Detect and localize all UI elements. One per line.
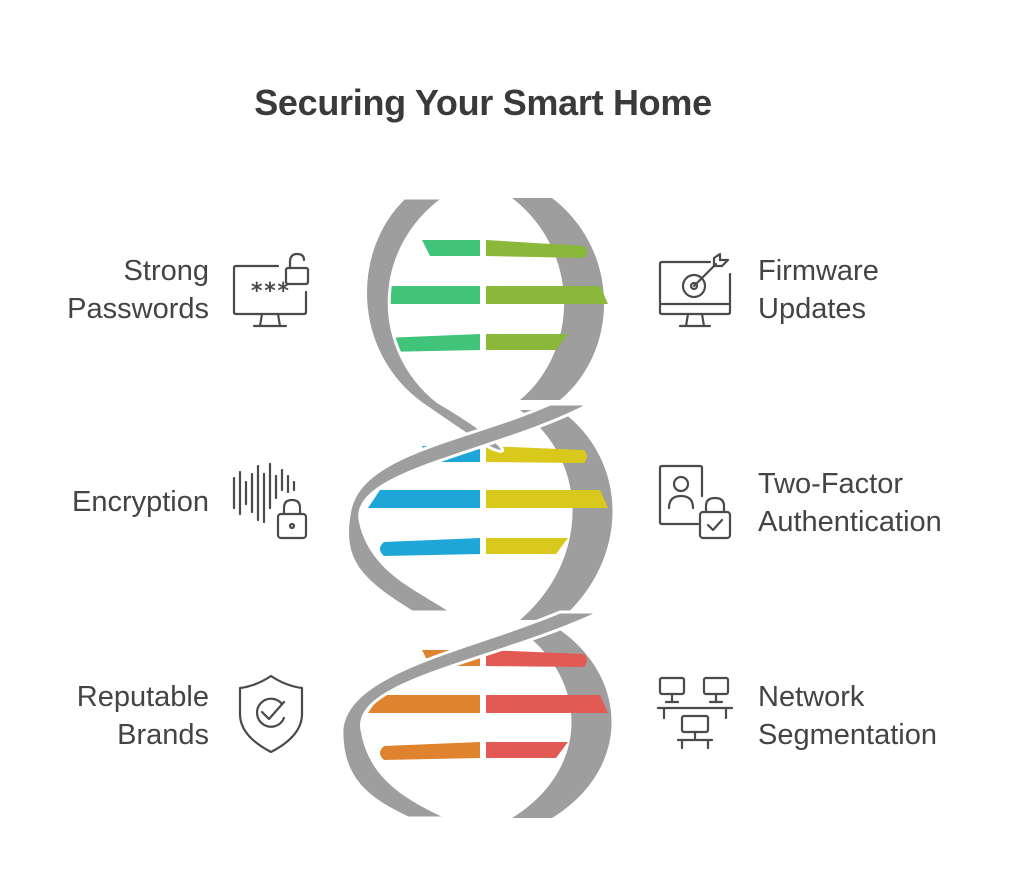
rung-right — [486, 490, 608, 508]
label-two-factor-authentication: Two-Factor Authentication — [758, 468, 942, 538]
label-network-segmentation: Network Segmentation — [758, 681, 937, 751]
shield-check-icon — [238, 674, 304, 754]
page-title: Securing Your Smart Home — [254, 82, 712, 123]
rung-left — [380, 334, 480, 352]
rung-right — [486, 742, 568, 758]
label-reputable-brands: Reputable Brands — [76, 681, 209, 751]
rung-left — [380, 742, 480, 760]
rung-right — [486, 695, 608, 713]
label-strong-passwords: Strong Passwords — [67, 255, 209, 325]
rung-left — [368, 490, 480, 508]
rung-left — [380, 538, 480, 556]
rung-right — [486, 650, 587, 667]
rung-group-strong-passwords-firmware — [368, 240, 608, 352]
svg-text:***: *** — [250, 279, 290, 304]
helix-front-strand — [340, 196, 601, 820]
rung-right — [486, 538, 568, 554]
rung-right — [486, 286, 608, 304]
network-computers-icon — [656, 676, 734, 750]
rung-group-encryption-two-factor — [368, 446, 608, 556]
rung-left — [422, 240, 480, 256]
label-encryption: Encryption — [71, 486, 209, 518]
rung-right — [486, 334, 568, 350]
label-firmware-updates: Firmware Updates — [758, 255, 879, 325]
monitor-target-icon — [658, 252, 732, 328]
soundwave-lock-icon — [232, 462, 308, 540]
rung-left — [368, 286, 480, 304]
rung-right — [486, 240, 587, 258]
monitor-password-lock-icon: *** — [232, 252, 310, 328]
id-card-lock-icon — [658, 464, 732, 540]
rung-right — [486, 446, 587, 463]
rung-left — [368, 695, 480, 713]
